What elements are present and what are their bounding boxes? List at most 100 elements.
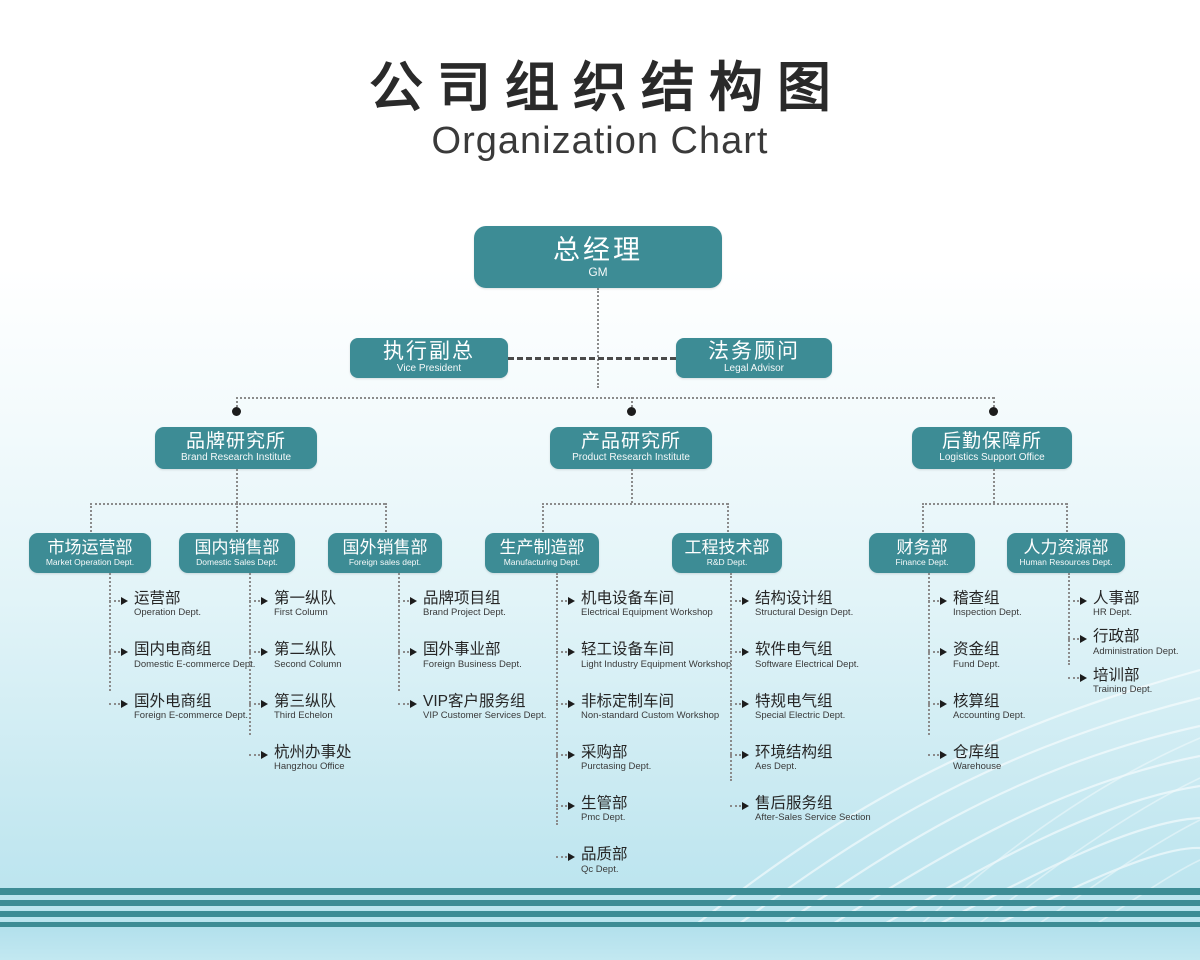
leaf-label-en: Foreign E-commerce Dept.	[134, 709, 249, 721]
node-finance-dept[interactable]: 财务部 Finance Dept.	[869, 533, 975, 573]
list-item[interactable]: 稽查组 Inspection Dept.	[928, 590, 1054, 619]
list-item[interactable]: 行政部 Administration Dept.	[1068, 628, 1194, 657]
node-gm-label-en: GM	[588, 264, 608, 279]
leaf-label-cn: 售后服务组	[755, 795, 833, 813]
arrow-bullet-icon	[121, 597, 128, 605]
leaf-label-cn: 非标定制车间	[581, 692, 675, 710]
arrow-bullet-icon	[1080, 673, 1087, 682]
arrow-bullet-icon	[940, 699, 947, 708]
arrow-bullet-icon	[568, 597, 575, 605]
list-item[interactable]: 培训部 Training Dept.	[1068, 667, 1194, 696]
leaf-stub	[249, 702, 260, 705]
node-vice-president[interactable]: 执行副总 Vice President	[350, 338, 508, 378]
leaf-column-human-resources: 人事部 HR Dept. 行政部 Administration Dept. 培训…	[1068, 590, 1194, 696]
list-item[interactable]: 环境结构组 Aes Dept.	[730, 743, 896, 773]
list-item[interactable]: 特规电气组 Special Electric Dept.	[730, 693, 896, 722]
list-item[interactable]: 仓库组 Warehouse	[928, 743, 1054, 773]
connector-dept-rd-drop	[727, 503, 729, 535]
leaf-column-finance: 稽查组 Inspection Dept. 资金组 Fund Dept. 核算组 …	[928, 590, 1054, 773]
leaf-label-cn: 人事部	[1093, 590, 1140, 607]
node-product-research-institute-label-en: Product Research Institute	[572, 452, 690, 464]
leaf-label-cn: 采购部	[581, 743, 628, 761]
list-item[interactable]: 第一纵队 First Column	[249, 590, 385, 619]
list-item[interactable]: 轻工设备车间 Light Industry Equipment Workshop	[556, 641, 737, 670]
node-manufacturing-dept-label-cn: 生产制造部	[499, 538, 585, 558]
leaf-stub	[1068, 600, 1079, 602]
connector-product-down	[631, 469, 633, 503]
list-item[interactable]: 售后服务组 After-Sales Service Section	[730, 795, 896, 824]
list-item[interactable]: 采购部 Purctasing Dept.	[556, 743, 737, 773]
list-item[interactable]: 品牌项目组 Brand Project Dept.	[398, 590, 554, 619]
node-legal-advisor-label-en: Legal Advisor	[723, 363, 785, 375]
leaf-label-cn: 品牌项目组	[423, 590, 501, 607]
node-brand-research-institute[interactable]: 品牌研究所 Brand Research Institute	[155, 427, 317, 469]
node-gm-label-cn: 总经理	[553, 234, 643, 265]
page-title-cn: 公司组织结构图	[369, 58, 845, 118]
node-finance-dept-label-cn: 财务部	[896, 538, 948, 558]
leaf-label-cn: 环境结构组	[755, 743, 833, 761]
list-item[interactable]: 第三纵队 Third Echelon	[249, 693, 385, 722]
leaf-label-en: Accounting Dept.	[953, 709, 1026, 721]
list-item[interactable]: 第二纵队 Second Column	[249, 641, 385, 670]
arrow-bullet-icon	[742, 699, 749, 708]
leaf-label-cn: VIP客户服务组	[423, 692, 526, 710]
list-item[interactable]: 国外事业部 Foreign Business Dept.	[398, 641, 554, 670]
list-item[interactable]: 杭州办事处 Hangzhou Office	[249, 743, 385, 773]
arrow-bullet-icon	[568, 648, 575, 657]
node-human-resources-dept[interactable]: 人力资源部 Human Resources Dept.	[1007, 533, 1125, 573]
leaf-stub	[109, 702, 120, 705]
leaf-stub	[556, 856, 567, 859]
list-item[interactable]: 资金组 Fund Dept.	[928, 641, 1054, 670]
list-item[interactable]: 国内电商组 Domestic E-commerce Dept.	[109, 641, 255, 670]
leaf-label-cn: 机电设备车间	[581, 590, 675, 607]
list-item[interactable]: 品质部 Qc Dept.	[556, 846, 737, 875]
node-logistics-support-office[interactable]: 后勤保障所 Logistics Support Office	[912, 427, 1072, 469]
list-item[interactable]: 机电设备车间 Electrical Equipment Workshop	[556, 590, 737, 619]
connector-gm-vertical	[597, 288, 599, 388]
leaf-label-cn: 杭州办事处	[274, 743, 352, 761]
leaf-label-en: Pmc Dept.	[581, 812, 626, 824]
leaf-label-cn: 品质部	[581, 846, 628, 864]
list-item[interactable]: 国外电商组 Foreign E-commerce Dept.	[109, 693, 255, 722]
node-market-operation-dept[interactable]: 市场运营部 Market Operation Dept.	[29, 533, 151, 573]
node-product-research-institute[interactable]: 产品研究所 Product Research Institute	[550, 427, 712, 469]
list-item[interactable]: 运营部 Operation Dept.	[109, 590, 255, 619]
leaf-label-cn: 仓库组	[953, 743, 1000, 761]
list-item[interactable]: 非标定制车间 Non-standard Custom Workshop	[556, 692, 737, 722]
arrow-bullet-icon	[742, 750, 749, 759]
leaf-stub	[928, 600, 939, 602]
leaf-label-en: Hangzhou Office	[274, 761, 345, 773]
leaf-stub	[556, 753, 567, 756]
node-vice-president-label-cn: 执行副总	[383, 340, 475, 364]
leaf-label-en: Special Electric Dept.	[755, 709, 846, 721]
list-item[interactable]: 核算组 Accounting Dept.	[928, 693, 1054, 722]
node-foreign-sales-dept[interactable]: 国外销售部 Foreign sales dept.	[328, 533, 442, 573]
leaf-stub	[556, 805, 567, 808]
leaf-label-en: Training Dept.	[1093, 683, 1153, 695]
node-rd-dept[interactable]: 工程技术部 R&D Dept.	[672, 533, 782, 573]
leaf-stub	[109, 651, 120, 654]
arrow-bullet-icon	[568, 853, 575, 862]
leaf-label-en: Non-standard Custom Workshop	[581, 709, 720, 721]
arrow-bullet-icon	[410, 699, 417, 708]
list-item[interactable]: VIP客户服务组 VIP Customer Services Dept.	[398, 692, 554, 722]
arrow-bullet-icon	[121, 699, 128, 708]
node-domestic-sales-dept[interactable]: 国内销售部 Domestic Sales Dept.	[179, 533, 295, 573]
node-brand-research-institute-label-cn: 品牌研究所	[185, 431, 286, 453]
list-item[interactable]: 软件电气组 Software Electrical Dept.	[730, 641, 896, 670]
list-item[interactable]: 人事部 HR Dept.	[1068, 590, 1194, 619]
arrow-bullet-icon	[261, 699, 268, 708]
node-manufacturing-dept[interactable]: 生产制造部 Manufacturing Dept.	[485, 533, 599, 573]
node-legal-advisor[interactable]: 法务顾问 Legal Advisor	[676, 338, 832, 378]
node-gm[interactable]: 总经理 GM	[474, 226, 722, 288]
band-1	[0, 888, 1200, 895]
node-vice-president-label-en: Vice President	[396, 363, 462, 375]
leaf-label-cn: 第一纵队	[274, 590, 337, 607]
leaf-label-en: Qc Dept.	[581, 863, 619, 875]
list-item[interactable]: 生管部 Pmc Dept.	[556, 795, 737, 824]
node-logistics-support-office-label-cn: 后勤保障所	[941, 431, 1042, 453]
leaf-stub	[249, 651, 260, 654]
arrow-bullet-icon	[568, 802, 575, 811]
connector-product-dept-bus	[542, 503, 728, 505]
list-item[interactable]: 结构设计组 Structural Design Dept.	[730, 590, 896, 619]
